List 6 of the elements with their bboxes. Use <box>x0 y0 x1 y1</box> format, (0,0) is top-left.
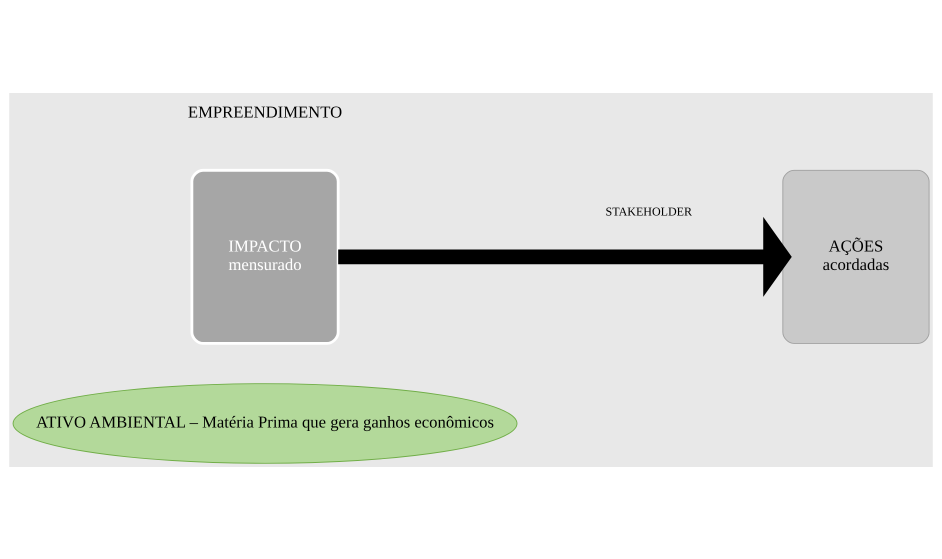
node-ellipse: ATIVO AMBIENTAL – Matéria Prima que gera ganhos econômicos <box>12 382 518 464</box>
label: EMPREENDIMENTO <box>188 102 342 121</box>
arrow <box>338 216 792 296</box>
edge-label: STAKEHOLDER <box>606 204 692 218</box>
node-box: AÇÕES acordadas <box>782 169 930 344</box>
node-box: IMPACTO mensurado <box>190 168 340 344</box>
